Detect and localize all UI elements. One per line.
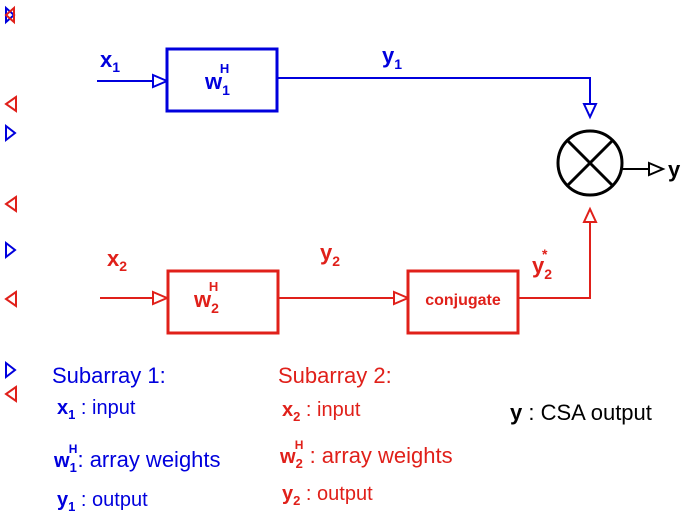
edge-marker-red — [4, 5, 15, 25]
legend3-output: y : CSA output — [510, 400, 652, 425]
w2-weight-block — [166, 269, 280, 335]
y2-conjugate-label: y2* — [532, 246, 552, 282]
path-subarray-1: x1 w1H y1 — [97, 43, 598, 120]
y2-conj-arrowhead — [582, 206, 598, 223]
edge-marker-red — [4, 385, 17, 403]
multiplier — [556, 129, 624, 197]
legend2-weights: w2H : array weights — [279, 438, 453, 471]
edge-marker-red — [4, 290, 17, 308]
conjugate-block-label: conjugate — [425, 292, 501, 309]
w1-weight-label: w1H — [204, 61, 230, 98]
y2-arrowhead — [393, 290, 411, 306]
legend1-output: y1 : output — [57, 489, 148, 514]
multiplier-cross-b — [565, 138, 615, 188]
legend1-input: x1 : input — [57, 397, 136, 422]
x2-input-label: x2 — [107, 246, 127, 274]
legend-subarray-2: Subarray 2: x2 : input w2H : array weigh… — [278, 363, 453, 508]
legend2-output: y2 : output — [282, 483, 373, 508]
y1-output-line — [277, 77, 591, 105]
x1-input-label: x1 — [100, 47, 120, 75]
legend-subarray-1: Subarray 1: x1 : input w1H: array weight… — [52, 363, 221, 514]
path-subarray-2: x2 w2H y2 conjugate y2* — [100, 206, 598, 335]
output-label: y — [668, 157, 681, 182]
y1-arrowhead — [582, 103, 598, 120]
w1-weight-block — [165, 47, 279, 113]
legend2-input: x2 : input — [282, 399, 361, 424]
legend-csa-output: y : CSA output — [510, 400, 652, 425]
edge-marker-red — [4, 195, 17, 213]
edge-marker-blue — [5, 123, 17, 143]
x1-arrowhead — [152, 73, 170, 89]
conjugate-block — [406, 269, 520, 335]
edge-marker-blue — [5, 360, 17, 380]
legend2-title: Subarray 2: — [278, 363, 392, 388]
legend1-title: Subarray 1: — [52, 363, 166, 388]
edge-marker-red — [4, 95, 17, 113]
y2-conj-line — [518, 222, 591, 299]
left-edge-markers — [4, 5, 17, 403]
legend1-weights: w1H: array weights — [53, 442, 221, 475]
y1-output-label: y1 — [382, 43, 402, 72]
w2-weight-label: w2H — [193, 279, 219, 316]
output-arrowhead — [648, 161, 666, 177]
y2-label: y2 — [320, 240, 340, 269]
csa-output: y — [622, 157, 681, 182]
x2-arrowhead — [152, 290, 170, 306]
edge-marker-blue — [5, 240, 17, 260]
